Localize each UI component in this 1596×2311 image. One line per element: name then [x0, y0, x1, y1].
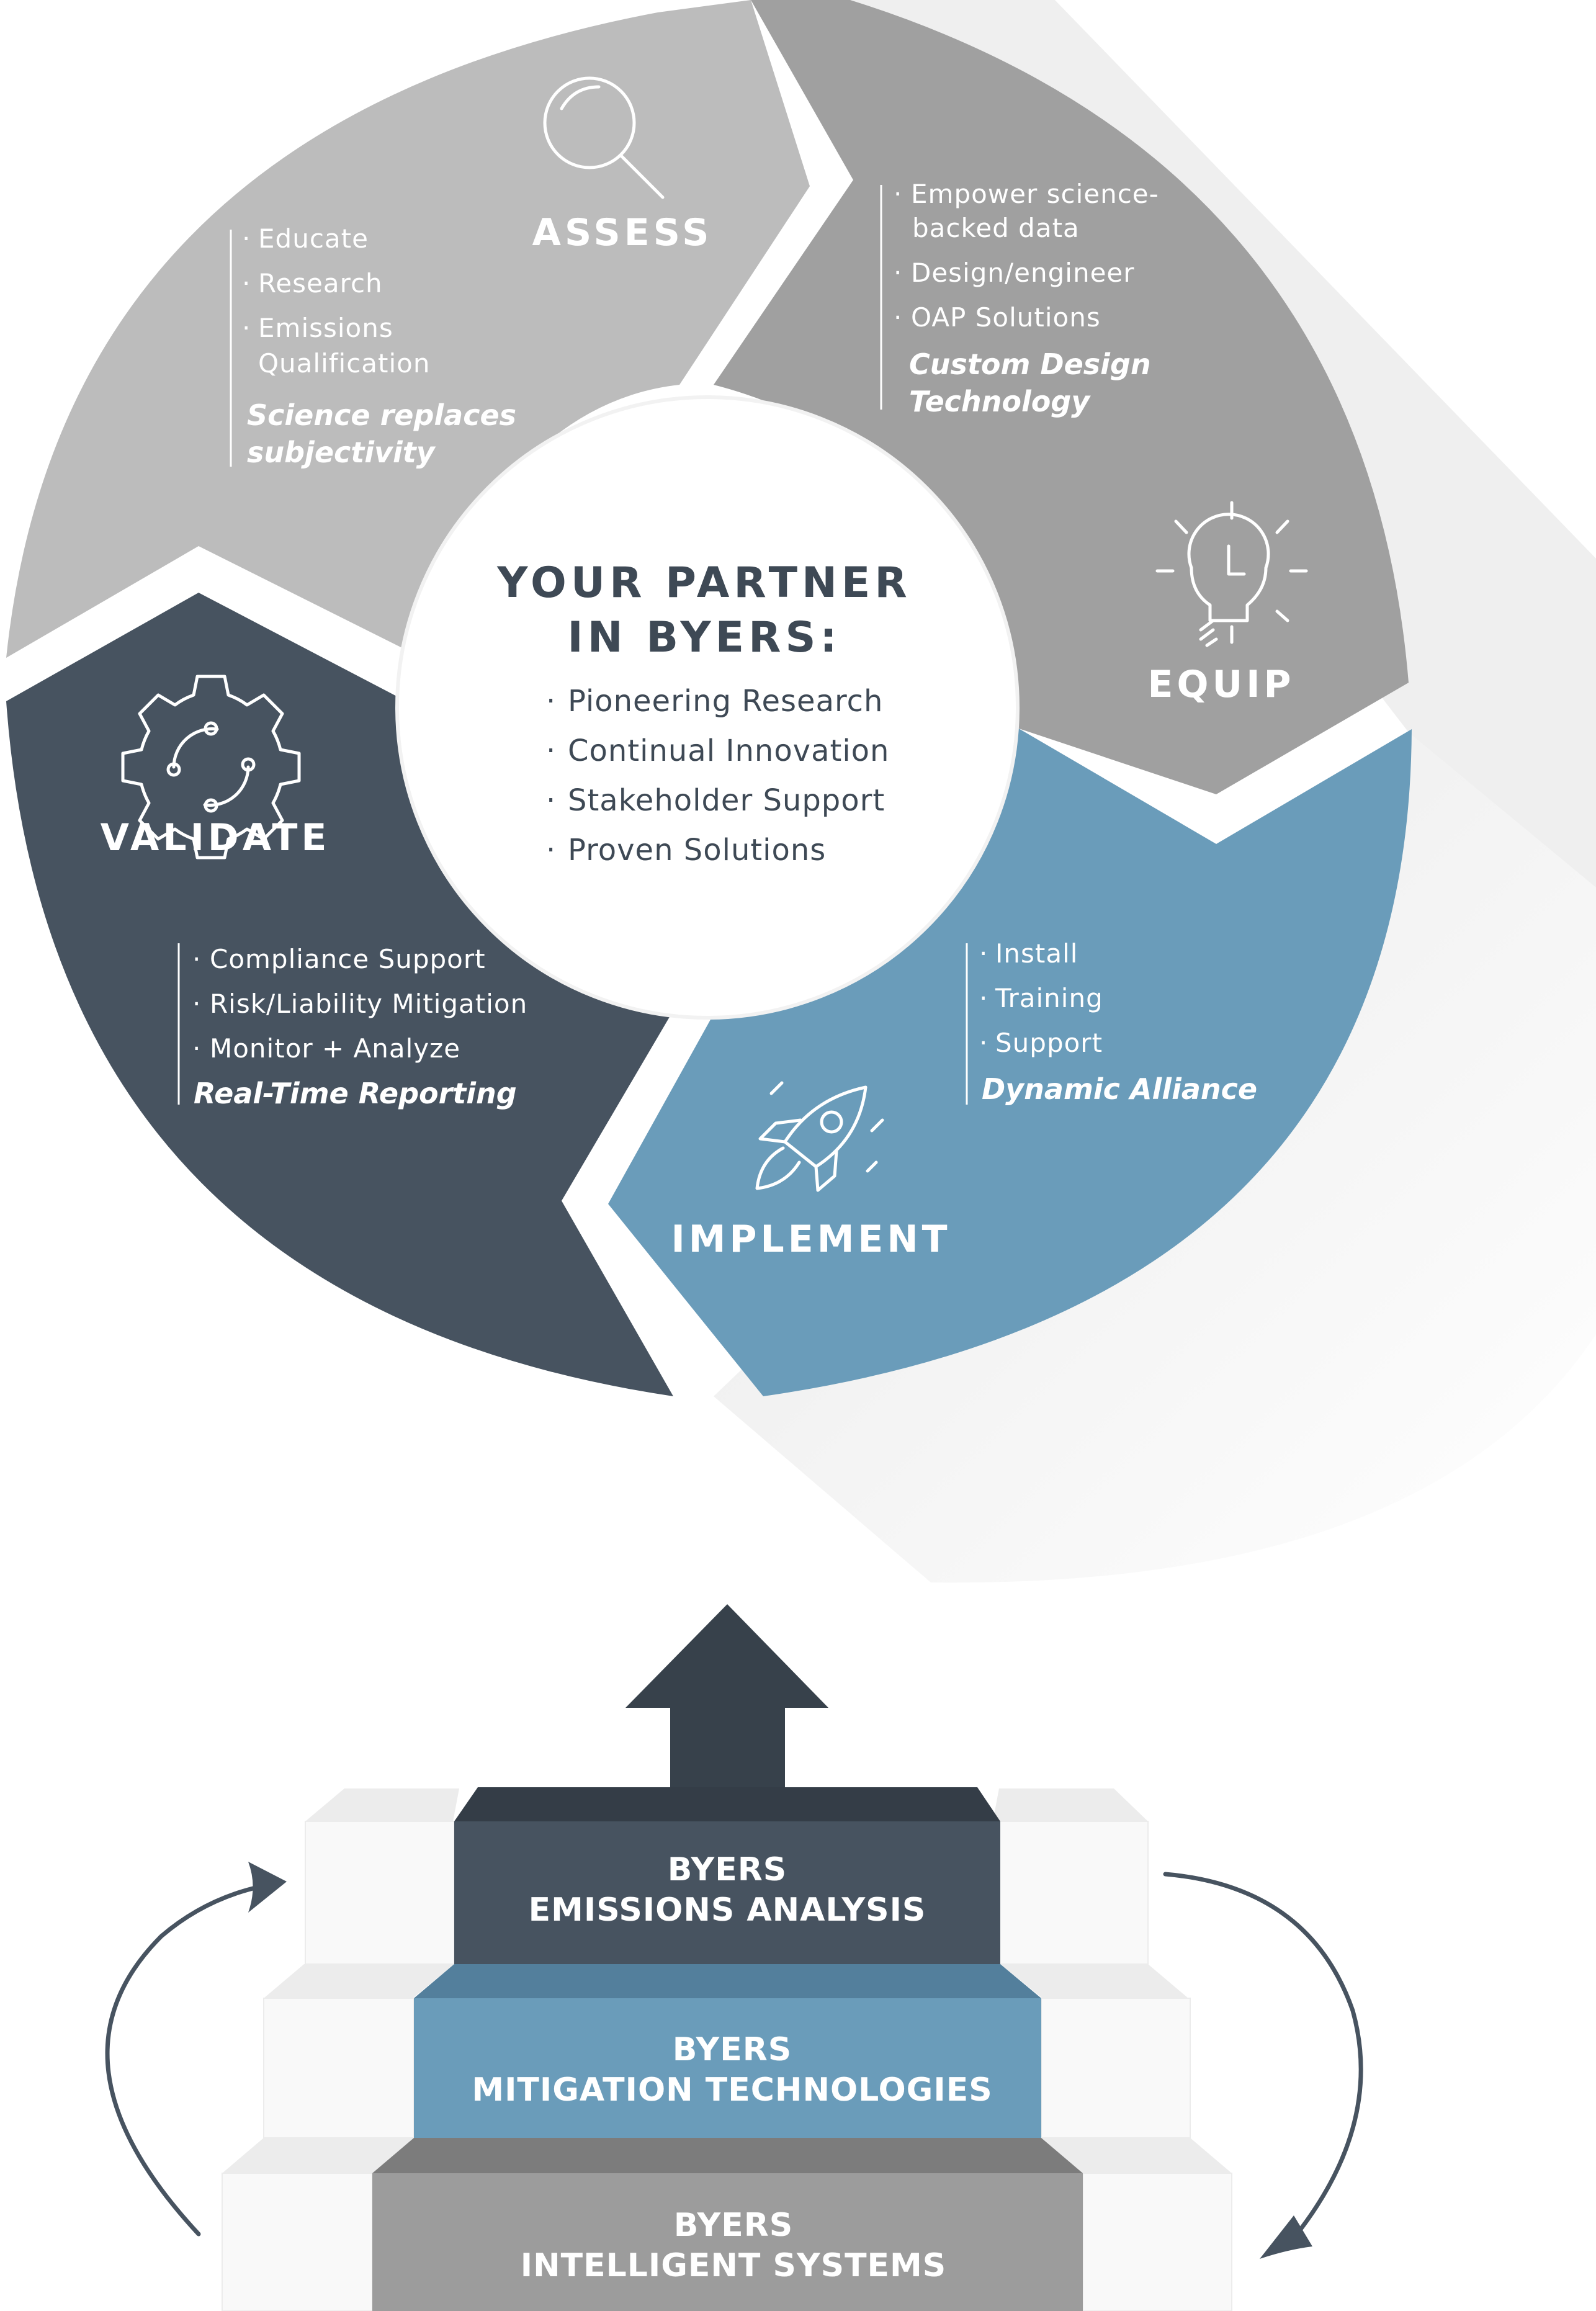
assess-item: Qualification — [258, 348, 431, 379]
rocket-icon — [755, 1081, 884, 1192]
stair-bot-ledge-left — [222, 2138, 414, 2173]
center-bullet: · — [546, 734, 556, 768]
center-list: · Pioneering Research · Continual Innova… — [546, 684, 889, 868]
magnifier-icon — [543, 76, 665, 199]
equip-title: EQUIP — [1147, 663, 1294, 706]
center-title-line1: YOUR PARTNER — [496, 559, 912, 608]
center-bullet: · — [546, 833, 556, 868]
equip-item: backed data — [912, 213, 1080, 243]
implement-tagline: Dynamic Alliance — [982, 1072, 1257, 1106]
implement-bullet: · — [979, 983, 988, 1013]
step-2-label-line1: BYERS — [673, 2031, 792, 2068]
validate-bullet: · — [192, 989, 201, 1019]
center-item: Continual Innovation — [568, 734, 889, 768]
assess-bullet: · — [242, 223, 251, 254]
assess-bullet: · — [242, 268, 251, 298]
implement-bullet: · — [979, 1028, 988, 1058]
up-arrow-icon — [625, 1604, 828, 1787]
step-2-face — [414, 1998, 1041, 2138]
center-circle-inner-shadow — [395, 395, 1020, 1020]
step-3-top — [372, 2138, 1083, 2173]
implement-segment — [608, 726, 1412, 1396]
assess-item: Research — [258, 268, 383, 298]
validate-item: Compliance Support — [210, 944, 486, 974]
assess-tagline: Science replaces — [247, 398, 516, 432]
equip-segment — [714, 0, 1409, 794]
gear-icon — [121, 675, 301, 859]
implement-bullet: · — [979, 938, 988, 969]
step-2-label-line2: MITIGATION TECHNOLOGIES — [472, 2071, 992, 2109]
center-bullet: · — [546, 684, 556, 719]
validate-segment — [6, 593, 676, 1396]
stair-mid-side-left — [263, 1998, 415, 2138]
assess-bullet: · — [242, 313, 251, 343]
curved-arrow-icon — [105, 1862, 287, 2237]
implement-item: Install — [995, 938, 1078, 969]
equip-item: OAP Solutions — [911, 302, 1101, 333]
stair-bot-ledge-right — [1041, 2138, 1232, 2173]
equip-bullet: · — [894, 302, 902, 333]
implement-title: IMPLEMENT — [671, 1218, 951, 1261]
stair-mid-side-right — [1041, 1998, 1191, 2138]
center-bullet: · — [546, 783, 556, 818]
center-item: Stakeholder Support — [568, 783, 885, 818]
implement-item: Support — [995, 1028, 1103, 1058]
step-1-label-line2: EMISSIONS ANALYSIS — [529, 1891, 926, 1929]
equip-item: Design/engineer — [911, 258, 1135, 288]
stair-top-ledge-right — [993, 1788, 1148, 1821]
equip-item: Empower science- — [911, 179, 1159, 209]
stair-bot-side-right — [1082, 2173, 1232, 2311]
step-1-face — [454, 1821, 1000, 1964]
assess-tagline: subjectivity — [247, 436, 436, 469]
equip-tagline: Technology — [909, 385, 1091, 418]
equip-bullet: · — [894, 258, 902, 288]
stair-bot-side-left — [222, 2173, 373, 2311]
stair-top-ledge-left — [305, 1788, 459, 1821]
step-2-top — [414, 1964, 1041, 1998]
validate-title: VALIDATE — [101, 816, 331, 859]
assess-item: Emissions — [258, 313, 393, 343]
center-item: Proven Solutions — [568, 833, 826, 868]
step-1-top — [454, 1787, 1000, 1821]
step-3-label-line1: BYERS — [674, 2207, 793, 2244]
validate-bullet: · — [192, 944, 201, 974]
lightbulb-icon — [1155, 501, 1308, 647]
validate-tagline: Real-Time Reporting — [194, 1077, 517, 1110]
stair-top-side-left — [305, 1821, 455, 1965]
validate-item: Risk/Liability Mitigation — [210, 989, 527, 1019]
stair-mid-ledge-right — [1000, 1964, 1188, 1998]
step-3-label-line2: INTELLIGENT SYSTEMS — [521, 2247, 947, 2284]
equip-tagline: Custom Design — [909, 348, 1151, 381]
validate-item: Monitor + Analyze — [210, 1033, 460, 1064]
center-item: Pioneering Research — [568, 684, 883, 719]
assess-item: Educate — [258, 223, 369, 254]
step-3-face — [372, 2173, 1083, 2311]
validate-bullet: · — [192, 1033, 201, 1064]
assess-title: ASSESS — [532, 211, 713, 254]
implement-item: Training — [995, 983, 1103, 1013]
equip-bullet: · — [894, 179, 902, 209]
curved-arrow-icon — [1163, 1872, 1363, 2259]
stair-top-side-right — [998, 1821, 1149, 1965]
step-1-label-line1: BYERS — [668, 1851, 787, 1888]
stair-mid-ledge-left — [264, 1964, 454, 1998]
center-title-line2: IN BYERS: — [567, 613, 841, 662]
center-circle — [397, 397, 1018, 1018]
